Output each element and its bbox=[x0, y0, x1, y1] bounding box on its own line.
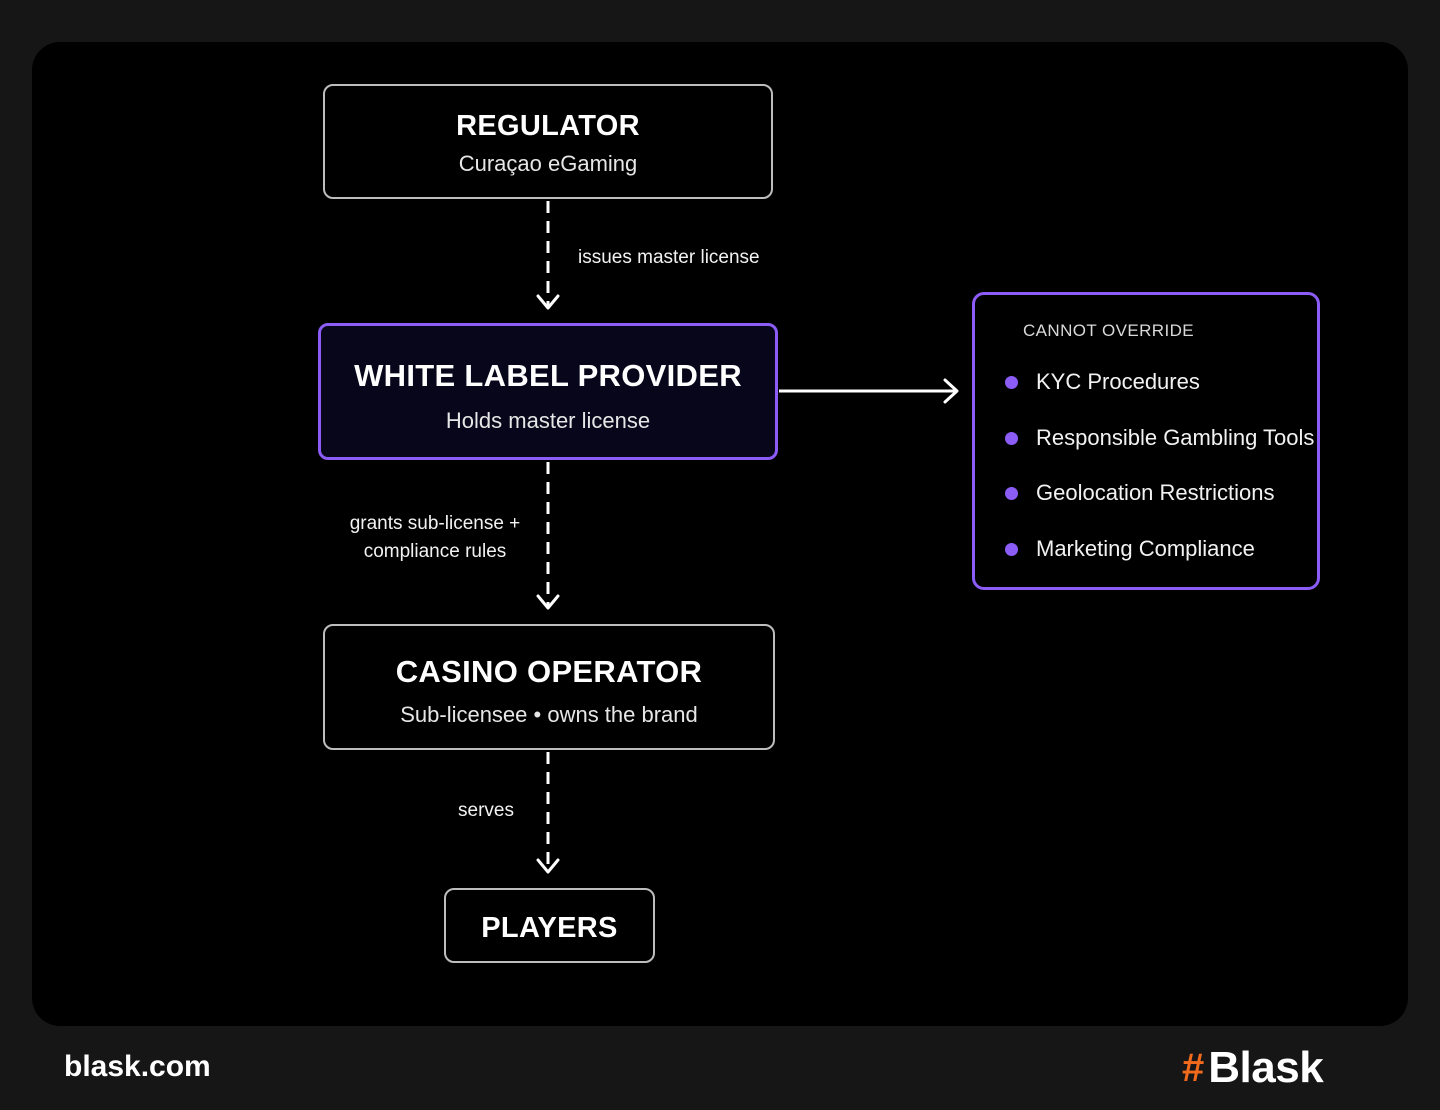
cannot-override-box: CANNOT OVERRIDE KYC Procedures Responsib… bbox=[972, 292, 1320, 590]
casino-operator-subtitle: Sub-licensee • owns the brand bbox=[400, 702, 698, 727]
override-item: Responsible Gambling Tools bbox=[1005, 423, 1314, 453]
override-item: KYC Procedures bbox=[1005, 367, 1200, 397]
override-item: Geolocation Restrictions bbox=[1005, 478, 1274, 508]
bullet-dot-icon bbox=[1005, 542, 1018, 556]
cannot-override-heading: CANNOT OVERRIDE bbox=[1023, 321, 1194, 340]
hash-logo-icon: # bbox=[1182, 1046, 1205, 1090]
edge-label-issues: issues master license bbox=[578, 247, 760, 268]
bullet-dot-icon bbox=[1005, 375, 1018, 389]
arrowhead-provider-override bbox=[943, 378, 959, 404]
bullet-dot-icon bbox=[1005, 486, 1018, 500]
edge-label-serves: serves bbox=[458, 800, 514, 821]
brand-logo: # Blask bbox=[1182, 1043, 1324, 1092]
casino-operator-node: CASINO OPERATOR Sub-licensee • owns the … bbox=[323, 624, 775, 750]
players-node: PLAYERS bbox=[444, 888, 655, 963]
white-label-provider-title: WHITE LABEL PROVIDER bbox=[354, 358, 742, 393]
override-item: Marketing Compliance bbox=[1005, 534, 1255, 564]
arrowhead-regulator-provider bbox=[536, 294, 560, 310]
casino-operator-title: CASINO OPERATOR bbox=[395, 654, 703, 689]
override-item-label: KYC Procedures bbox=[1036, 369, 1200, 394]
regulator-node: REGULATOR Curaçao eGaming bbox=[323, 84, 773, 199]
white-label-provider-node: WHITE LABEL PROVIDER Holds master licens… bbox=[318, 323, 778, 460]
arrowhead-provider-operator bbox=[536, 594, 560, 610]
arrowhead-operator-players bbox=[536, 858, 560, 874]
override-item-label: Marketing Compliance bbox=[1036, 536, 1255, 561]
white-label-provider-subtitle: Holds master license bbox=[445, 408, 651, 433]
bullet-dot-icon bbox=[1005, 431, 1018, 445]
regulator-title: REGULATOR bbox=[456, 110, 640, 142]
brand-name: Blask bbox=[1208, 1043, 1324, 1092]
footer-url[interactable]: blask.com bbox=[64, 1050, 211, 1083]
edge-label-grants: grants sub-license + compliance rules bbox=[349, 513, 521, 562]
players-title: PLAYERS bbox=[481, 912, 618, 944]
override-item-label: Geolocation Restrictions bbox=[1036, 480, 1275, 505]
regulator-subtitle: Curaçao eGaming bbox=[458, 151, 638, 176]
override-item-label: Responsible Gambling Tools bbox=[1036, 425, 1315, 450]
